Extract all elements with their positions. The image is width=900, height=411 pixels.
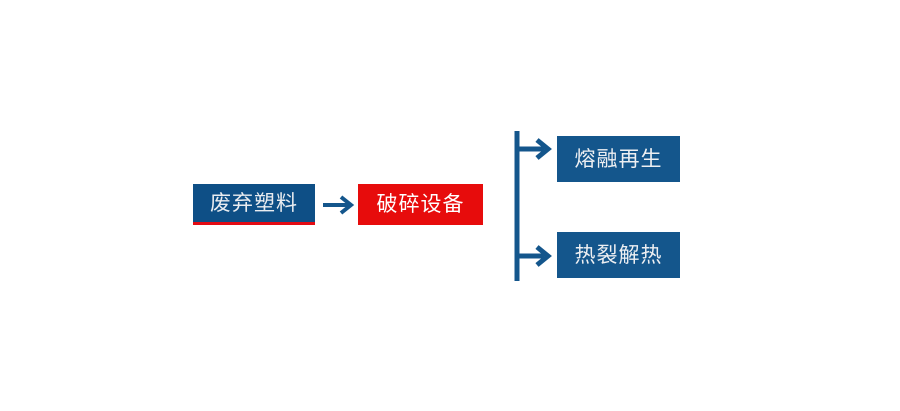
node-pyrolysis-heat[interactable]: 热裂解热 [557, 232, 680, 278]
node-crushing-equipment[interactable]: 破碎设备 [358, 184, 483, 225]
node-crushing-equipment-label: 破碎设备 [376, 192, 465, 216]
node-waste-plastic-label: 废弃塑料 [210, 190, 298, 215]
node-waste-plastic[interactable]: 废弃塑料 [193, 184, 315, 225]
arrow-source-to-crusher-icon [323, 195, 355, 215]
split-bracket-icon [514, 131, 552, 281]
node-melt-regeneration[interactable]: 熔融再生 [557, 136, 680, 182]
node-melt-regeneration-label: 熔融再生 [574, 146, 663, 171]
node-pyrolysis-heat-label: 热裂解热 [574, 242, 663, 267]
